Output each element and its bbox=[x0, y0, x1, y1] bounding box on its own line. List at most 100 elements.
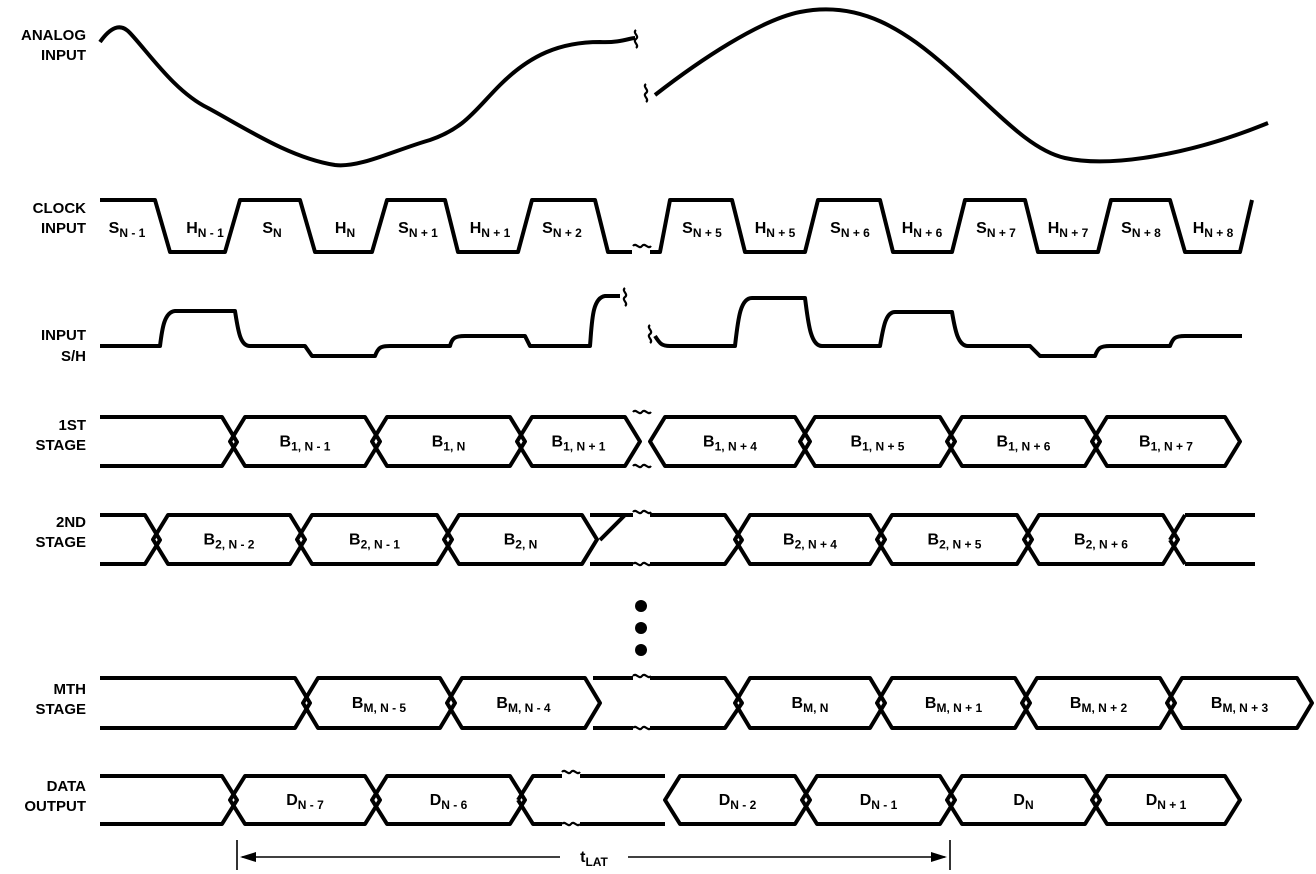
stage2-break-mark-bottom bbox=[632, 561, 652, 567]
stage2-cell-label: B2, N bbox=[504, 532, 538, 552]
stage1-cell-label: B1, N + 5 bbox=[851, 434, 905, 454]
stage1-cell bbox=[370, 415, 527, 468]
stage2-cell-label: B2, N + 5 bbox=[928, 532, 982, 552]
data-gap-lines bbox=[580, 774, 665, 826]
sh-break-mark-top bbox=[622, 287, 628, 307]
stagem-gap-lines bbox=[650, 676, 744, 730]
stage2-cell-label: B2, N - 2 bbox=[204, 532, 255, 552]
clock-cell-label: SN + 1 bbox=[398, 220, 438, 240]
stagem-cell-label: BM, N + 1 bbox=[925, 695, 983, 715]
stagem-break-mark-top bbox=[632, 673, 652, 679]
sh-waveform-left bbox=[100, 294, 620, 358]
data-break-mark-top bbox=[561, 769, 581, 775]
stage2-cell-label: B2, N + 4 bbox=[783, 532, 837, 552]
stage1-cell-label: B1, N bbox=[432, 434, 466, 454]
data-gap-lines bbox=[516, 774, 562, 826]
data-cell bbox=[370, 774, 527, 826]
stagem-cell bbox=[875, 676, 1032, 730]
stagem-gap-lines bbox=[593, 676, 633, 730]
stage2-bus: B2, N - 2 B2, N - 1 B2, N B2, N + 4 B2, N + … bbox=[100, 513, 1255, 566]
clock-cell-label: HN + 1 bbox=[470, 220, 511, 240]
analog-break-mark-top bbox=[633, 29, 639, 49]
stage1-cell bbox=[798, 415, 957, 468]
clock-cell-label: HN + 6 bbox=[902, 220, 943, 240]
stage2-cell-label: B2, N + 6 bbox=[1074, 532, 1128, 552]
stage1-cell bbox=[515, 415, 642, 468]
continuation-dot bbox=[635, 622, 647, 634]
stage2-gap-lines bbox=[590, 513, 633, 566]
clock-break-mark bbox=[632, 243, 652, 249]
stage1-cell-label: B1, N - 1 bbox=[280, 434, 331, 454]
data-output-bus: DN - 7 DN - 6 DN - 2 DN - 1 DN DN + 1 bbox=[100, 774, 1242, 826]
data-cell-label: DN - 6 bbox=[430, 792, 468, 812]
latency-dimension: tLAT bbox=[236, 840, 951, 870]
stage2-cell bbox=[875, 513, 1034, 566]
stage1-break-mark-top bbox=[632, 409, 652, 415]
data-cell bbox=[945, 774, 1102, 826]
stagem-cell bbox=[1020, 676, 1177, 730]
data-cell bbox=[228, 774, 382, 826]
data-cell-label: DN - 1 bbox=[860, 792, 898, 812]
data-cell bbox=[800, 774, 957, 826]
stagem-cell bbox=[445, 676, 602, 730]
clock-cell-label: SN + 2 bbox=[542, 220, 582, 240]
stage2-gap-lines bbox=[650, 513, 744, 566]
analog-break-mark-bottom bbox=[643, 83, 649, 103]
clock-cell-label: SN + 6 bbox=[830, 220, 870, 240]
stage1-cell bbox=[945, 415, 1102, 468]
stage1-cell bbox=[1090, 415, 1242, 468]
stage2-cell bbox=[295, 513, 454, 566]
stage2-cell bbox=[1022, 513, 1180, 566]
clock-cell-label: SN + 7 bbox=[976, 220, 1016, 240]
stage2-break-mark-top bbox=[632, 509, 652, 515]
stage1-cell bbox=[228, 415, 382, 468]
clock-waveform-left bbox=[100, 198, 632, 254]
arrowhead-left-icon bbox=[240, 852, 256, 862]
data-cell bbox=[663, 774, 812, 826]
clock-cell-label: HN bbox=[335, 220, 355, 240]
stagem-cell-label: BM, N + 3 bbox=[1211, 695, 1269, 715]
analog-waveform-left bbox=[98, 25, 636, 168]
stage1-cell-label: B1, N + 4 bbox=[703, 434, 757, 454]
stagem-cell bbox=[301, 676, 457, 730]
clock-cell-label: HN + 8 bbox=[1193, 220, 1234, 240]
clock-cell-label: SN - 1 bbox=[109, 220, 146, 240]
stage2-cell bbox=[442, 513, 599, 566]
stagem-cell-label: BM, N bbox=[792, 695, 829, 715]
data-cell-label: DN - 7 bbox=[286, 792, 324, 812]
clock-cell-label: SN + 5 bbox=[682, 220, 722, 240]
stage2-cell bbox=[733, 513, 887, 566]
stage1-break-mark-bottom bbox=[632, 463, 652, 469]
stagem-cell bbox=[1165, 676, 1314, 730]
clock-cell-label: SN + 8 bbox=[1121, 220, 1161, 240]
stage2-cell bbox=[151, 513, 307, 566]
data-cell-label: DN - 2 bbox=[719, 792, 757, 812]
data-cell-label: DN + 1 bbox=[1146, 792, 1187, 812]
stage2-end-cross bbox=[1168, 513, 1187, 566]
latency-label: tLAT bbox=[580, 849, 608, 869]
analog-waveform-right bbox=[653, 7, 1269, 164]
continuation-dot bbox=[635, 644, 647, 656]
stage2-cell-label: B2, N - 1 bbox=[349, 532, 400, 552]
clock-cell-label: HN + 5 bbox=[755, 220, 796, 240]
data-cell bbox=[1090, 774, 1242, 826]
stage1-cell bbox=[648, 415, 812, 468]
stagem-cell-label: BM, N - 4 bbox=[496, 695, 551, 715]
data-cell-label: DN bbox=[1013, 792, 1033, 812]
clock-cell-label: HN - 1 bbox=[186, 220, 224, 240]
arrowhead-right-icon bbox=[931, 852, 947, 862]
sh-break-mark-bottom bbox=[647, 324, 653, 344]
stagem-cell bbox=[733, 676, 887, 730]
data-break-mark-bottom bbox=[561, 821, 581, 827]
sh-waveform-right bbox=[653, 296, 1242, 358]
stage1-cell-label: B1, N + 7 bbox=[1139, 434, 1193, 454]
stagem-cell-label: BM, N + 2 bbox=[1070, 695, 1128, 715]
